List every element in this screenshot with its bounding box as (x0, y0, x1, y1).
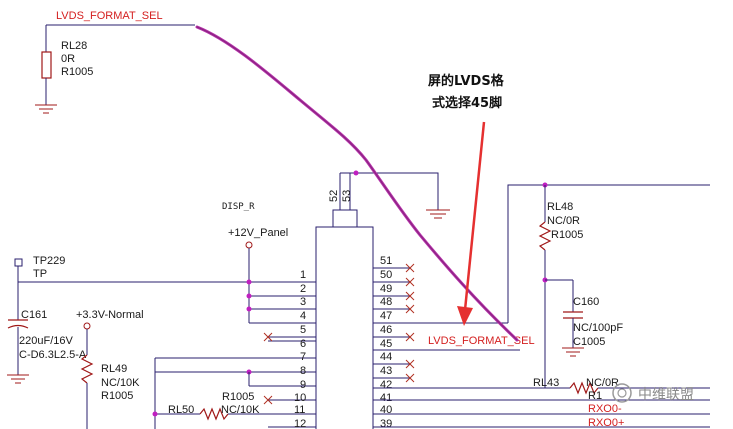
watermark: 中维联盟 (612, 383, 694, 403)
pin-52: 52 (328, 190, 340, 202)
right-pin-numbers: 51 50 49 48 47 46 45 44 43 42 41 40 39 (380, 255, 392, 429)
rl50-pkg: R1005 (222, 391, 254, 403)
pin-3: 3 (300, 296, 306, 308)
rl48-resistor (538, 221, 552, 251)
highlight-curve-shadow (196, 26, 518, 341)
pin-45: 45 (380, 338, 392, 350)
left-pin-numbers: 1 2 3 4 5 6 7 8 9 10 11 12 (294, 269, 306, 429)
rl28-value: 0R (61, 53, 75, 65)
pin-46: 46 (380, 324, 392, 336)
rl49-value: NC/10K (101, 377, 140, 389)
rl43-ref: RL43 (533, 377, 559, 389)
rl28-ground-icon (35, 104, 57, 114)
rl48-value: NC/0R (547, 215, 580, 227)
c160-ground-icon (562, 347, 584, 357)
pin10-nc-icon (263, 395, 273, 405)
pin-49: 49 (380, 283, 392, 295)
pin-12: 12 (294, 418, 306, 429)
pin-2: 2 (300, 283, 306, 295)
pin-6: 6 (300, 338, 306, 350)
rl50-resistor (199, 407, 229, 421)
pin-9: 9 (300, 379, 306, 391)
connector-ground-icon (426, 209, 450, 219)
rl43-value: NC/0R (586, 377, 619, 389)
annotation-line2: 式选择45脚 (432, 95, 502, 111)
pin-4: 4 (300, 310, 306, 322)
rl49-pkg: R1005 (101, 390, 133, 402)
pin-11: 11 (294, 404, 305, 416)
rl48-ref: RL48 (547, 201, 573, 213)
pin-10: 10 (294, 392, 306, 404)
pin-7: 7 (300, 351, 306, 363)
tp229-pad (14, 258, 23, 267)
junction-rl50 (152, 411, 158, 417)
rl49-resistor (80, 354, 94, 384)
watermark-logo-icon (612, 383, 632, 403)
pin-48: 48 (380, 296, 392, 308)
annotation-arrow-head (457, 306, 473, 326)
right-nc-icons (405, 263, 415, 383)
junction-top (353, 170, 359, 176)
rl48-top-wire (507, 184, 710, 323)
connector-tab (332, 209, 358, 228)
disp-r-label: DISP_R (222, 202, 255, 212)
rl28-pkg: R1005 (61, 66, 93, 78)
rl28-resistor (41, 51, 52, 79)
pin-44: 44 (380, 351, 392, 363)
c160-ref: C160 (573, 296, 599, 308)
pin-41: 41 (380, 392, 392, 404)
annotation-line1: 屏的LVDS格 (428, 73, 505, 89)
connector-body (315, 226, 374, 429)
rl48-pkg: R1005 (551, 229, 583, 241)
pin-50: 50 (380, 269, 392, 281)
c161-plate-bottom (7, 324, 29, 329)
junction-pin1 (246, 279, 252, 285)
pin-1: 1 (300, 269, 306, 281)
net-label-bottom: LVDS_FORMAT_SEL (428, 335, 535, 347)
rl49-ref: RL49 (101, 363, 127, 375)
c161-value: 220uF/16V (19, 335, 73, 347)
annotation-arrow-shaft (463, 121, 486, 311)
junction-pin2 (246, 293, 252, 299)
rl50-value: NC/10K (221, 404, 260, 416)
pin-5: 5 (300, 324, 306, 336)
pin5-nc-icon (263, 332, 273, 342)
rl50-ref: RL50 (168, 404, 194, 416)
c160-value: NC/100pF (573, 322, 623, 334)
rl43-resistor (569, 381, 599, 395)
rl28-ref: RL28 (61, 40, 87, 52)
rxo-minus-label: RXO0- (588, 403, 622, 415)
panel-power-label: +12V_Panel (228, 227, 288, 239)
tp229-net: TP (33, 268, 47, 280)
c161-ground-icon (7, 374, 29, 384)
c161-ref: C161 (21, 309, 47, 321)
net-label-top: LVDS_FORMAT_SEL (56, 10, 163, 22)
c161-pkg: C-D6.3L2.5-A (19, 349, 87, 361)
pin-47: 47 (380, 310, 392, 322)
pin-40: 40 (380, 404, 392, 416)
rl43-pkg: R1 (588, 390, 602, 402)
gnd-wire-top (340, 172, 439, 210)
normal-power-label: +3.3V-Normal (76, 309, 144, 321)
junction-pin3 (246, 306, 252, 312)
pin-39: 39 (380, 418, 392, 429)
panel-power-icon (245, 241, 253, 249)
watermark-text: 中维联盟 (638, 387, 694, 403)
normal-power-icon (83, 322, 91, 330)
rxo-plus-label: RXO0+ (588, 417, 624, 429)
pin-8: 8 (300, 365, 306, 377)
c160-pkg: C1005 (573, 336, 605, 348)
tp229-ref: TP229 (33, 255, 65, 267)
pin-43: 43 (380, 365, 392, 377)
pin-53: 53 (341, 190, 353, 202)
pin-51: 51 (380, 255, 392, 267)
pin-42: 42 (380, 379, 392, 391)
